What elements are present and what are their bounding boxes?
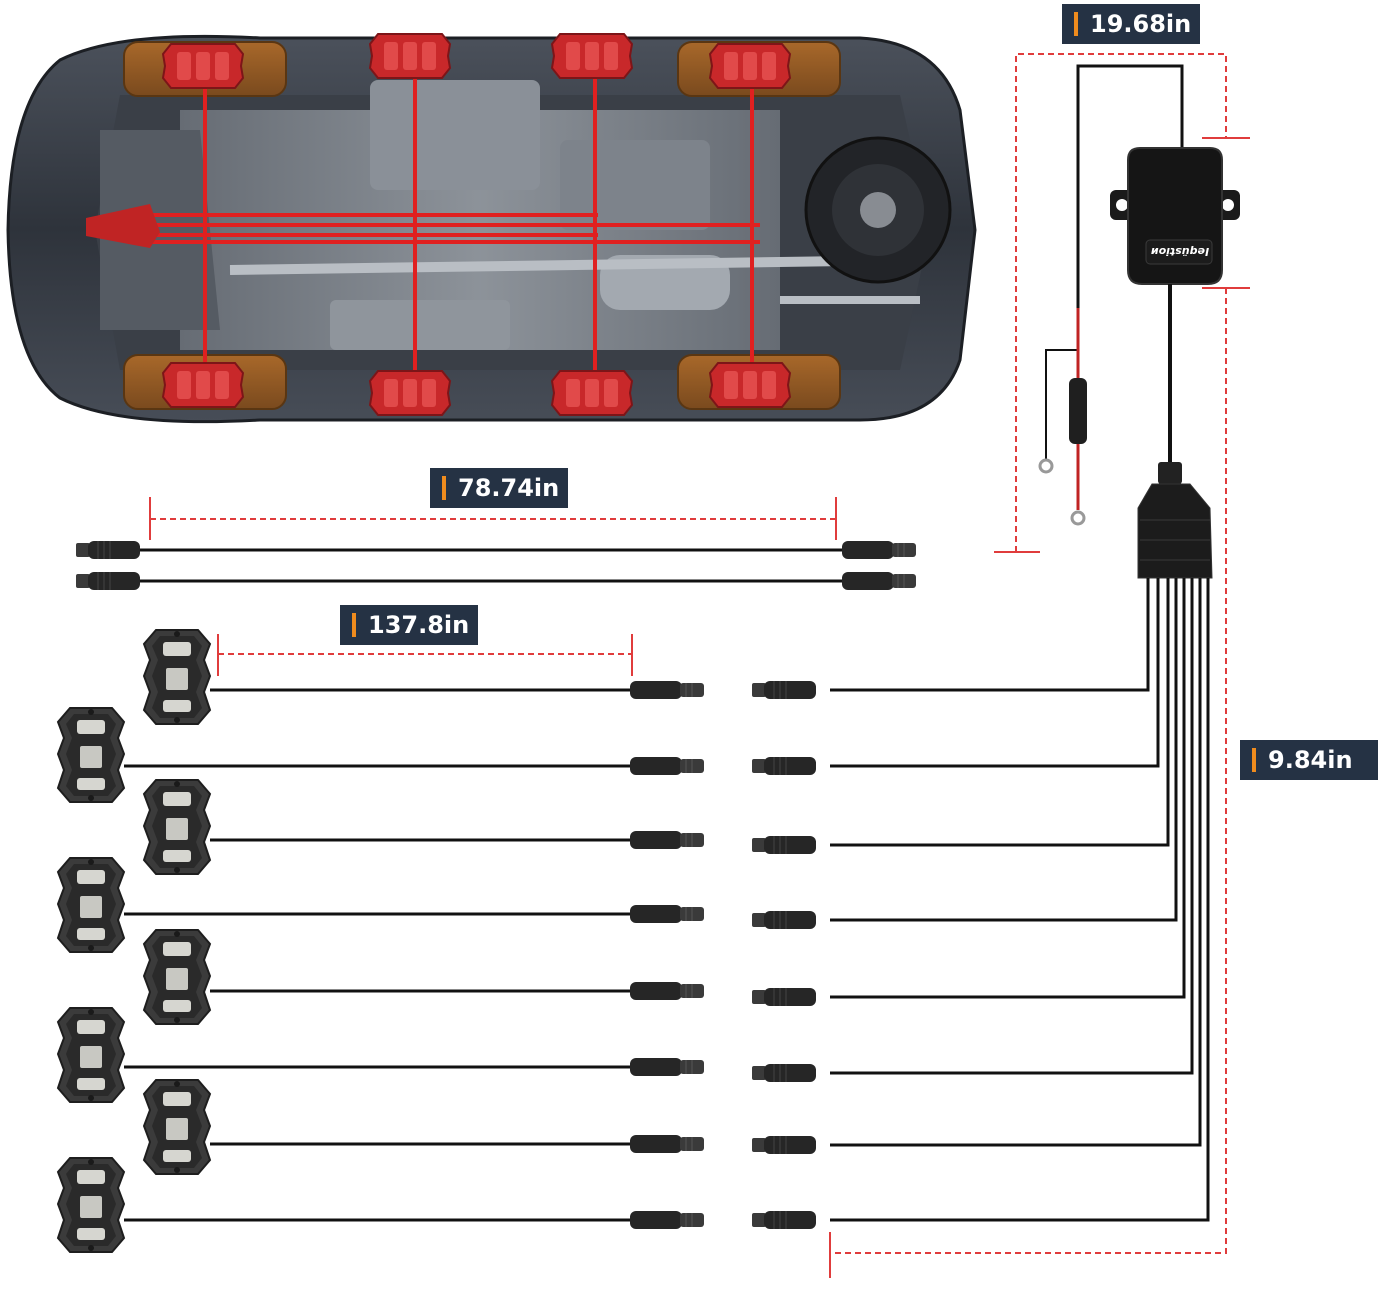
- label-accent-bar: [1074, 12, 1078, 36]
- dim-text-splitter-cable: 9.84in: [1268, 746, 1353, 774]
- rock-light-2: [57, 707, 125, 803]
- car-pod-5: [162, 362, 244, 408]
- label-accent-bar: [352, 613, 356, 637]
- car-pod-7: [551, 370, 633, 416]
- car-pod-3: [551, 33, 633, 79]
- car-wiring: [150, 70, 760, 380]
- fuse-holder: [1069, 378, 1087, 510]
- rock-light-1: [143, 629, 211, 725]
- controller-brand: Ieqüstioи: [1151, 245, 1209, 258]
- splitter-wires: [830, 578, 1210, 1222]
- rock-light-cables: [124, 688, 630, 1222]
- dim-label-module-cable: 19.68in: [1062, 4, 1200, 44]
- car-pod-1: [162, 43, 244, 89]
- dim-label-splitter-cable: 9.84in: [1240, 740, 1378, 780]
- rock-light-8: [57, 1157, 125, 1253]
- car-pod-4: [709, 43, 791, 89]
- extension-cable-2: [75, 571, 917, 591]
- dim-text-extension-cable: 78.74in: [458, 474, 560, 502]
- rock-light-6: [57, 1007, 125, 1103]
- dim-text-module-cable: 19.68in: [1090, 10, 1192, 38]
- rock-light-4: [57, 857, 125, 953]
- dim-label-extension-cable: 78.74in: [430, 468, 568, 508]
- car-pod-2: [369, 33, 451, 79]
- rock-light-5: [143, 929, 211, 1025]
- splitter-connectors: [751, 680, 817, 1230]
- rock-light-3: [143, 779, 211, 875]
- controller-module: [1110, 147, 1240, 285]
- ring-terminal-black: [1038, 458, 1054, 474]
- car-wire-harness: [86, 204, 160, 248]
- car-pod-6: [369, 370, 451, 416]
- extension-cable-1: [75, 540, 917, 560]
- label-accent-bar: [442, 476, 446, 500]
- splitter-hub: [1137, 462, 1213, 579]
- rock-light-7: [143, 1079, 211, 1175]
- light-connectors: [629, 680, 705, 1230]
- dim-label-light-cable: 137.8in: [340, 605, 478, 645]
- car-pod-8: [709, 362, 791, 408]
- dim-text-light-cable: 137.8in: [368, 611, 470, 639]
- controller-assembly: Ieqüstioи: [830, 64, 1240, 1222]
- label-accent-bar: [1252, 748, 1256, 772]
- car-underbody: [6, 33, 977, 424]
- dimension-lines: [149, 53, 1250, 1278]
- ring-terminal-red: [1070, 510, 1086, 526]
